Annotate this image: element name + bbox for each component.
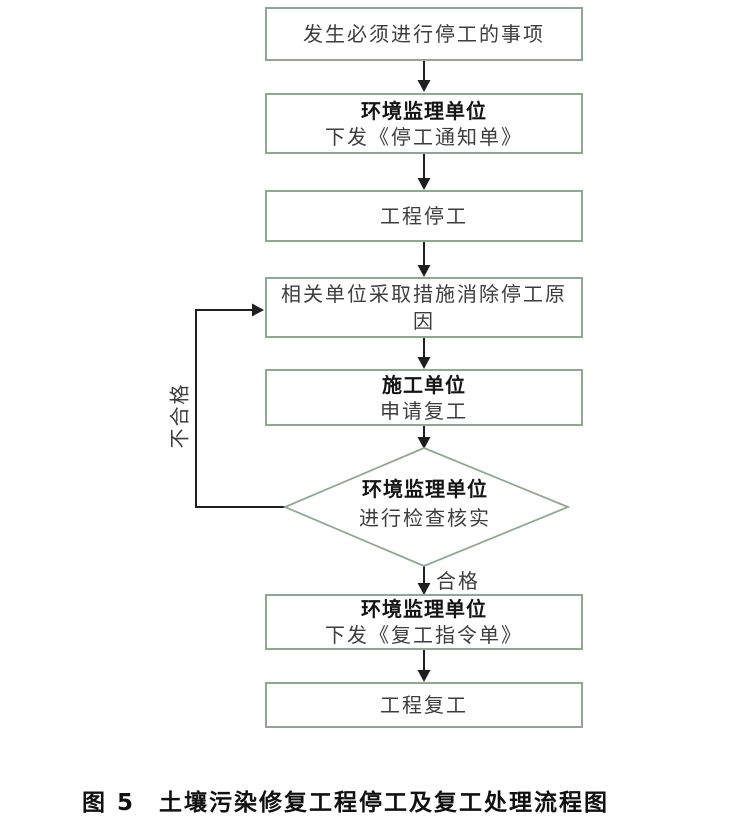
flow-box-text: 下发《停工通知单》 <box>325 124 523 149</box>
flow-box-title: 环境监理单位 <box>361 597 487 621</box>
flow-box-contractor-apply: 施工单位 申请复工 <box>265 369 583 426</box>
arrowhead-7 <box>417 670 431 682</box>
arrowhead-2 <box>417 178 431 190</box>
decision-diamond <box>282 447 571 567</box>
flow-box-supervisor-stop-notice: 环境监理单位 下发《停工通知单》 <box>265 93 583 154</box>
decision-text: 进行检查核实 <box>359 506 491 530</box>
flow-box-text: 下发《复工指令单》 <box>325 623 523 647</box>
figure-caption: 图 5 土壤污染修复工程停工及复工处理流程图 <box>82 783 609 817</box>
arrowhead-5 <box>417 437 431 449</box>
figure-caption-title: 土壤污染修复工程停工及复工处理流程图 <box>159 790 610 816</box>
edge-label-fail: 不合格 <box>167 382 192 449</box>
decision-diamond-label: 环境监理单位 进行检查核实 <box>285 475 565 533</box>
loop-line-fail <box>195 309 285 508</box>
arrowhead-1 <box>417 80 431 92</box>
arrowhead-loop <box>252 303 264 317</box>
flow-box-text: 相关单位采取措施消除停工原因 <box>281 281 567 333</box>
flow-box-supervisor-resume-order: 环境监理单位 下发《复工指令单》 <box>265 594 583 650</box>
arrow-lines <box>195 61 425 671</box>
figure-caption-label: 图 5 <box>82 790 136 816</box>
flow-box-text: 发生必须进行停工的事项 <box>303 22 545 46</box>
flow-box-text: 申请复工 <box>380 398 468 423</box>
flow-box-stop-event: 发生必须进行停工的事项 <box>265 7 583 61</box>
arrowhead-3 <box>417 265 431 277</box>
flow-box-title: 施工单位 <box>382 372 466 397</box>
arrowhead-4 <box>417 357 431 369</box>
arrowhead-6 <box>417 583 431 595</box>
flow-box-text: 工程停工 <box>380 204 468 228</box>
edge-label-pass: 合格 <box>436 569 480 593</box>
flow-box-title: 环境监理单位 <box>361 98 487 123</box>
decision-title: 环境监理单位 <box>362 477 488 501</box>
flow-box-project-resume: 工程复工 <box>265 682 583 728</box>
flow-box-eliminate-cause: 相关单位采取措施消除停工原因 <box>265 277 583 338</box>
arrowheads <box>252 80 431 682</box>
flow-box-project-stop: 工程停工 <box>265 190 583 242</box>
flow-box-text: 工程复工 <box>380 693 468 717</box>
